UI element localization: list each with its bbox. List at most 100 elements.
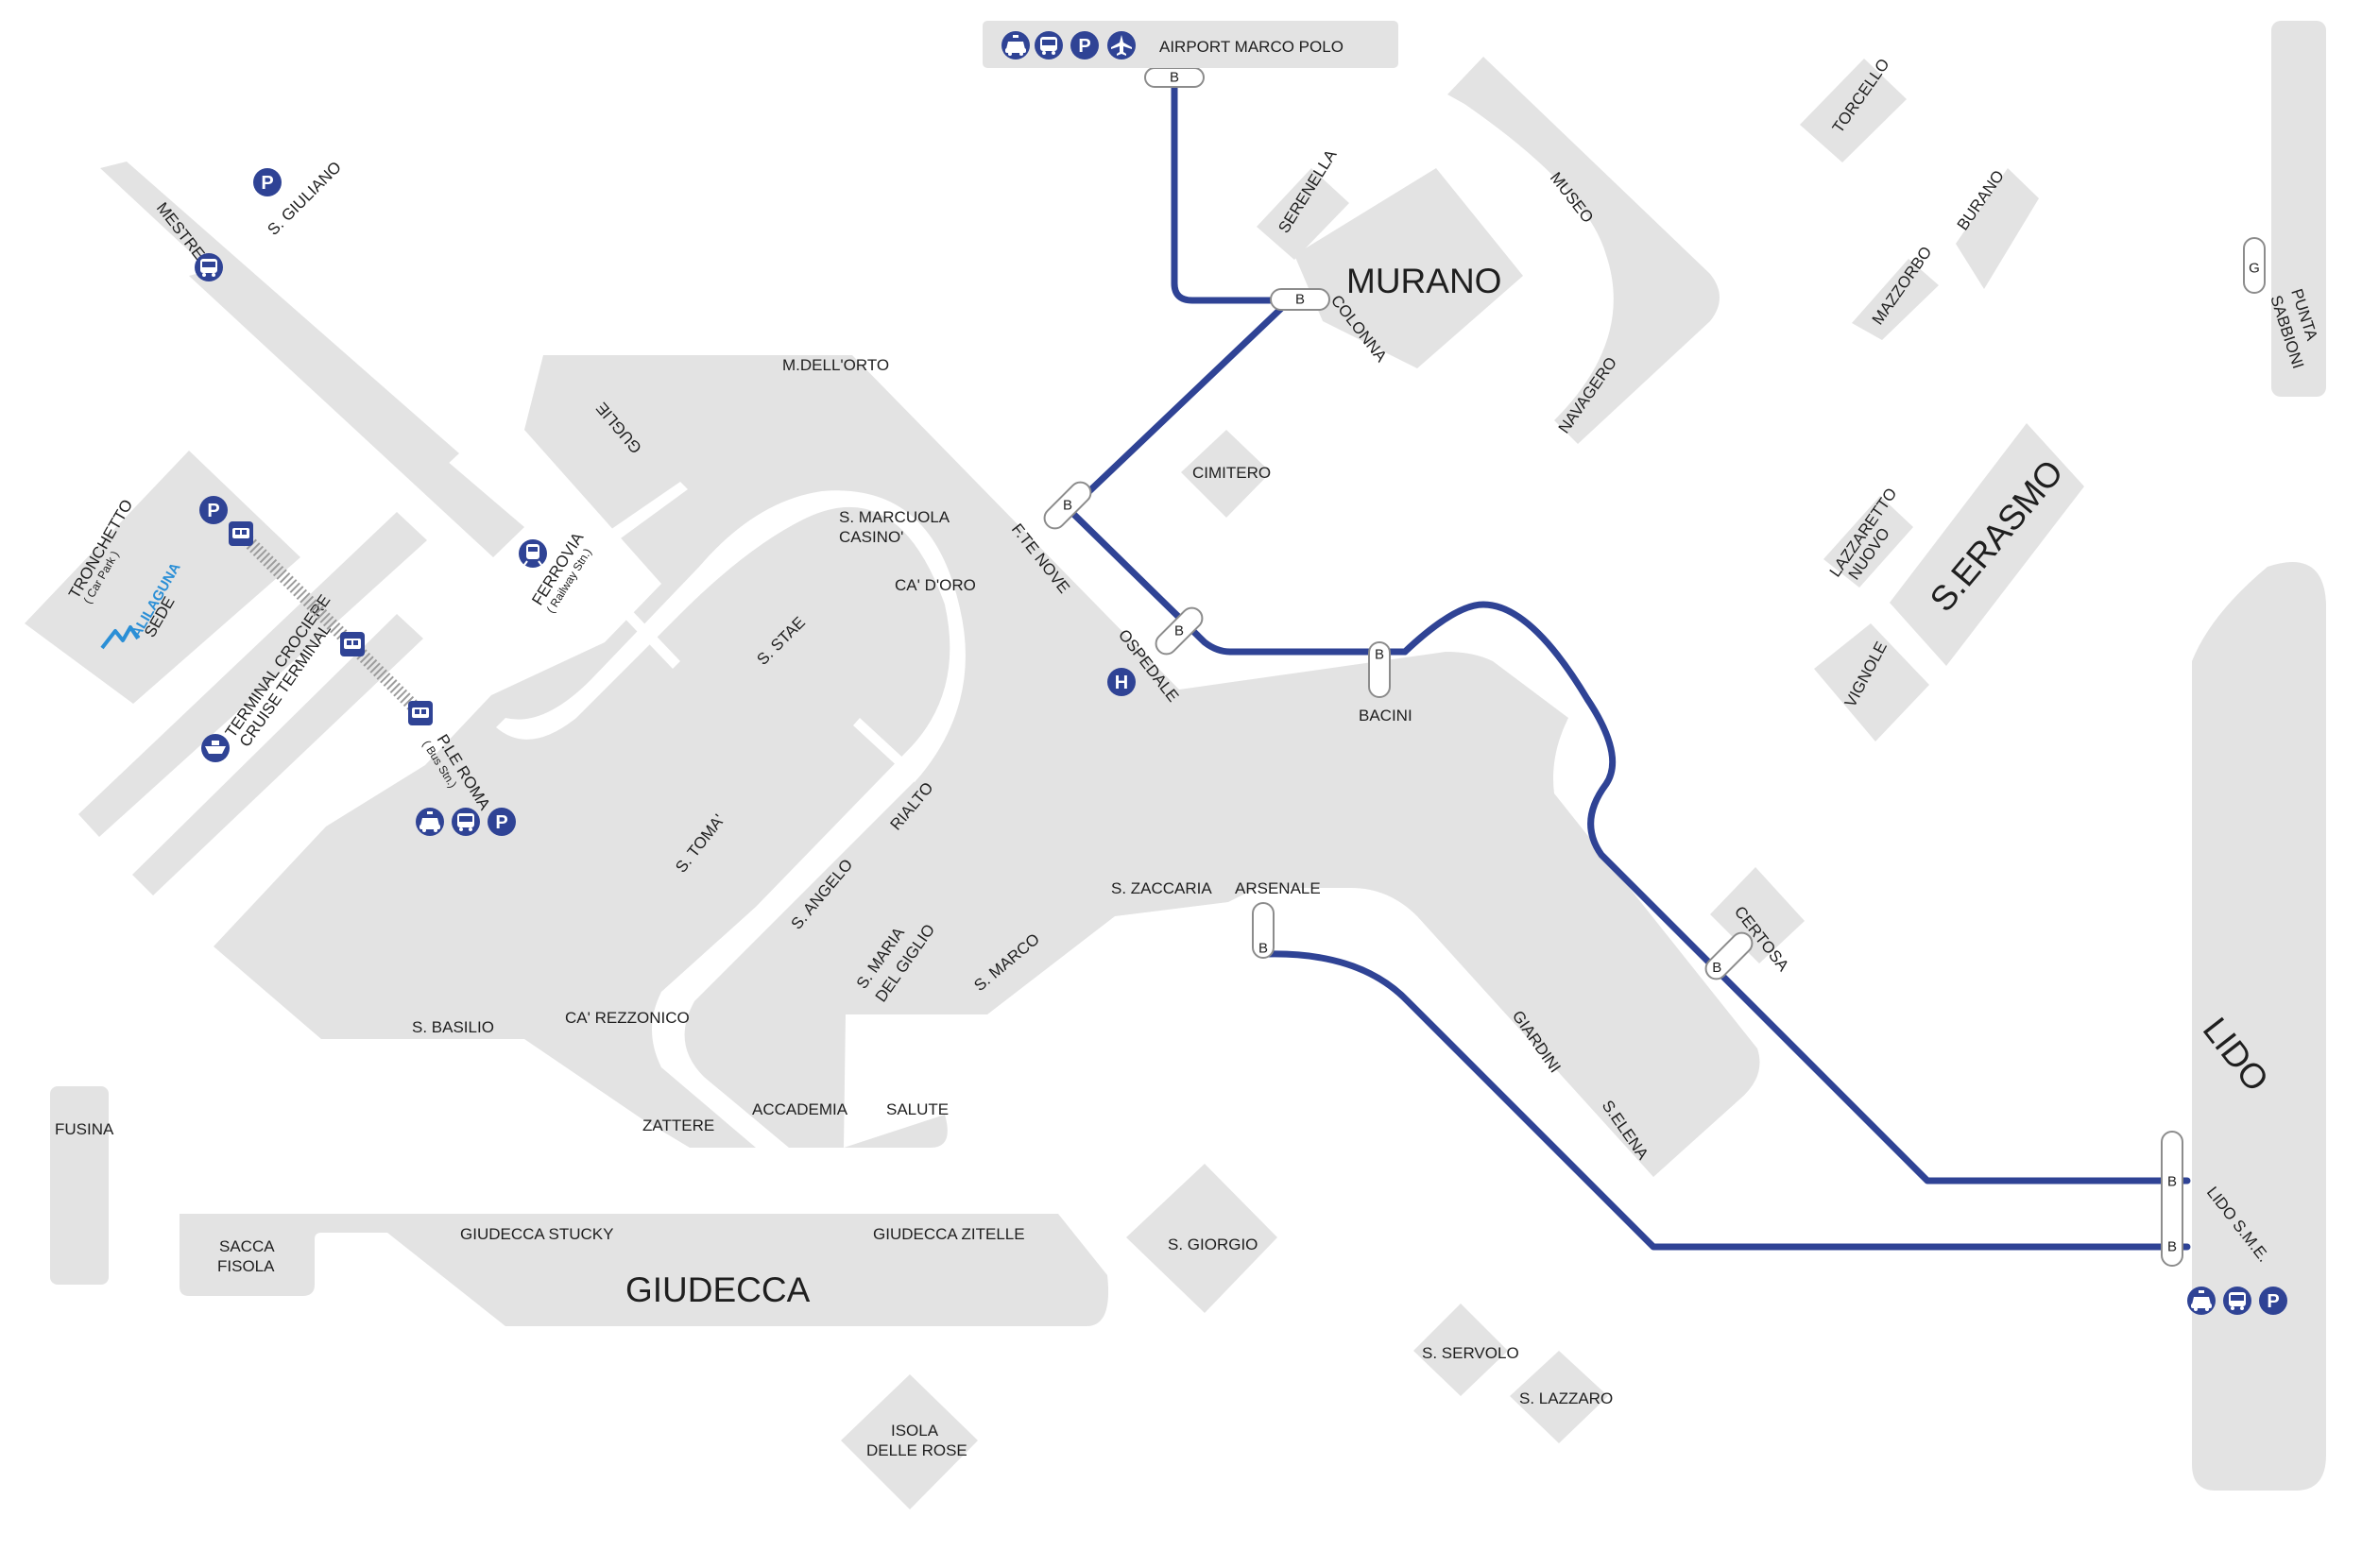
svg-text:B: B [1258, 941, 1268, 957]
stop-airport[interactable]: B [1144, 67, 1205, 88]
svg-text:B: B [1063, 498, 1072, 514]
label-m-dell-orto: M.DELL'ORTO [782, 356, 889, 374]
plane-icon [1107, 31, 1136, 60]
label-giudecca-stucky: GIUDECCA STUCKY [460, 1225, 613, 1243]
people-mover-icon [340, 632, 365, 656]
grand-canal [496, 490, 966, 1148]
lazzaretto-nuovo-island [1823, 496, 1913, 588]
torcello-island [1800, 59, 1907, 162]
stop-ospedale[interactable]: B [1152, 604, 1207, 658]
alilaguna-logo-icon [100, 625, 140, 650]
service-icons: H [100, 168, 2287, 1315]
route-murano-fte-nove [1066, 297, 1293, 514]
certosa-island [1710, 867, 1805, 963]
canal-cut-1 [605, 482, 688, 543]
lido-island [2192, 562, 2326, 1491]
svg-text:B: B [2167, 1239, 2177, 1255]
cruise-pier-1 [78, 512, 427, 837]
label-ca-doro: CA' D'ORO [895, 576, 976, 594]
parking-icon [2259, 1287, 2287, 1315]
svg-text:B: B [1170, 70, 1179, 86]
svg-text:B: B [1174, 623, 1184, 639]
svg-text:B: B [1375, 647, 1384, 663]
svg-text:G: G [2249, 261, 2260, 277]
giudecca-island [180, 1214, 1109, 1326]
label-s-giorgio: S. GIORGIO [1168, 1236, 1258, 1253]
bus-icon [195, 253, 223, 281]
stop-punta-sabbioni[interactable]: G [2243, 237, 2266, 294]
route-arsenale-lido [1264, 950, 2191, 1251]
vignole-island [1814, 623, 1929, 741]
fusina-island [50, 1086, 109, 1285]
svg-text:B: B [1712, 960, 1721, 976]
svg-text:B: B [2167, 1174, 2177, 1190]
label-fusina: FUSINA [55, 1120, 114, 1138]
taxi-icon [1001, 31, 1030, 60]
people-mover-icon [408, 701, 433, 725]
hospital-icon: H [1107, 668, 1136, 696]
label-arsenale: ARSENALE [1235, 879, 1321, 897]
label-s-marcuola: S. MARCUOLA [839, 508, 950, 526]
bus-icon [452, 808, 480, 836]
tronchetto-island [25, 451, 300, 704]
stop-arsenale[interactable]: B [1252, 902, 1275, 959]
landmasses [25, 21, 2326, 1509]
route-fte-nove-bacini [1066, 506, 1409, 656]
label-isola: ISOLA [891, 1422, 939, 1440]
s-erasmo-island [1890, 423, 2084, 666]
route-lines [1066, 79, 2191, 1251]
label-giudecca-zitelle: GIUDECCA ZITELLE [873, 1225, 1025, 1243]
stop-markers: B B B B B B B B B [1040, 67, 2266, 1267]
label-sacca: SACCA [219, 1237, 275, 1255]
people-mover-icon [229, 521, 253, 546]
s-servolo-island [1413, 1304, 1508, 1396]
stop-lido-sme[interactable]: B B [2161, 1131, 2183, 1267]
label-salute: SALUTE [886, 1100, 949, 1118]
stop-certosa[interactable]: B [1702, 929, 1756, 983]
stop-murano-colonna[interactable]: B [1270, 288, 1330, 311]
parking-icon [199, 496, 228, 524]
parking-icon [1070, 31, 1099, 60]
label-accademia: ACCADEMIA [752, 1100, 848, 1118]
taxi-icon [416, 808, 444, 836]
label-fisola: FISOLA [217, 1257, 275, 1275]
venice-historic-centre [214, 355, 1760, 1177]
mazzorbo-island [1852, 259, 1939, 340]
cimitero-island [1181, 430, 1271, 518]
ship-icon [201, 734, 230, 762]
label-bacini: BACINI [1359, 707, 1412, 724]
label-s-lazzaro: S. LAZZARO [1519, 1389, 1613, 1407]
s-lazzaro-island [1510, 1351, 1608, 1443]
giudecca-label: GIUDECCA [625, 1270, 811, 1309]
isola-delle-rose [841, 1374, 978, 1509]
murano-museo-arm [1447, 57, 1720, 444]
cruise-pier-2 [132, 614, 423, 895]
canal-cut-2 [578, 562, 680, 669]
bus-icon [1035, 31, 1063, 60]
label-s-giuliano: S. GIULIANO [264, 158, 345, 239]
stop-bacini[interactable]: B [1368, 641, 1391, 698]
serenella-island [1257, 168, 1349, 260]
svg-text:H: H [1115, 673, 1128, 693]
label-s-basilio: S. BASILIO [412, 1018, 494, 1036]
parking-icon [253, 168, 282, 196]
label-cimitero: CIMITERO [1192, 464, 1271, 482]
stop-fte-nove[interactable]: B [1040, 478, 1095, 533]
murano-island [1294, 168, 1523, 368]
railway-land [189, 267, 524, 557]
label-ca-rezzonico: CA' REZZONICO [565, 1009, 690, 1027]
label-delle-rose: DELLE ROSE [866, 1441, 967, 1459]
parking-icon [488, 808, 516, 836]
label-s-zaccaria: S. ZACCARIA [1111, 879, 1212, 897]
canal-cut-3 [853, 718, 921, 782]
train-icon [518, 538, 548, 569]
svg-text:B: B [1295, 292, 1305, 308]
bus-icon [2223, 1287, 2251, 1315]
route-bacini-lido [1401, 601, 2191, 1185]
murano-label: MURANO [1346, 262, 1501, 300]
s-giorgio-island [1126, 1164, 1277, 1313]
airport-banner: AIRPORT MARCO POLO [983, 21, 1398, 68]
burano-island [1956, 168, 2039, 289]
label-s-servolo: S. SERVOLO [1422, 1344, 1519, 1362]
